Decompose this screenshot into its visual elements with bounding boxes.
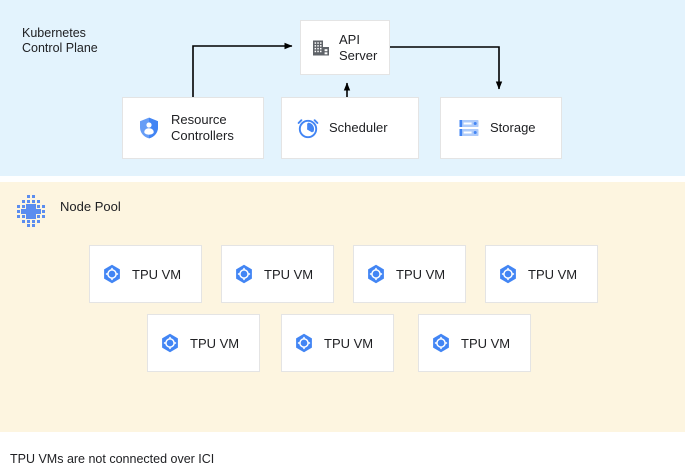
resource-controllers-label: Resource Controllers xyxy=(171,112,234,143)
tpu-vm-label: TPU VM xyxy=(396,266,446,282)
api-server-node[interactable]: API Server xyxy=(300,20,390,75)
building-icon xyxy=(311,38,331,58)
storage-label: Storage xyxy=(490,120,536,135)
api-server-label: API Server xyxy=(339,31,378,63)
tpu-vm-node[interactable]: TPU VM xyxy=(418,314,531,372)
hexagon-gear-icon xyxy=(160,333,180,353)
hexagon-gear-icon xyxy=(234,264,254,284)
hexagon-gear-icon xyxy=(294,333,314,353)
tpu-vm-label: TPU VM xyxy=(132,266,182,282)
storage-node[interactable]: Storage xyxy=(440,97,562,159)
tpu-vm-label: TPU VM xyxy=(264,266,314,282)
tpu-vm-label: TPU VM xyxy=(461,335,511,351)
resource-controllers-node[interactable]: Resource Controllers xyxy=(122,97,264,159)
alarm-clock-icon xyxy=(296,116,320,140)
hexagon-gear-icon xyxy=(102,264,122,284)
tpu-vm-node[interactable]: TPU VM xyxy=(89,245,202,303)
database-rack-icon xyxy=(457,116,481,140)
hexagon-gear-icon xyxy=(431,333,451,353)
tpu-vm-label: TPU VM xyxy=(528,266,578,282)
tpu-vm-label: TPU VM xyxy=(190,335,240,351)
node-pool-title: Node Pool xyxy=(60,199,121,214)
node-pool-section xyxy=(0,182,685,432)
tpu-vm-node[interactable]: TPU VM xyxy=(221,245,334,303)
scheduler-label: Scheduler xyxy=(329,120,388,135)
hexagon-gear-icon xyxy=(498,264,518,284)
tpu-vm-node[interactable]: TPU VM xyxy=(147,314,260,372)
hexagon-gear-icon xyxy=(366,264,386,284)
shield-person-icon xyxy=(137,116,161,140)
diagram-caption: TPU VMs are not connected over ICI xyxy=(10,452,215,466)
tpu-vm-node[interactable]: TPU VM xyxy=(353,245,466,303)
tpu-vm-node[interactable]: TPU VM xyxy=(281,314,394,372)
control-plane-title: Kubernetes Control Plane xyxy=(22,26,98,55)
node-pool-dots-icon xyxy=(12,192,50,230)
tpu-vm-label: TPU VM xyxy=(324,335,374,351)
tpu-vm-node[interactable]: TPU VM xyxy=(485,245,598,303)
scheduler-node[interactable]: Scheduler xyxy=(281,97,419,159)
